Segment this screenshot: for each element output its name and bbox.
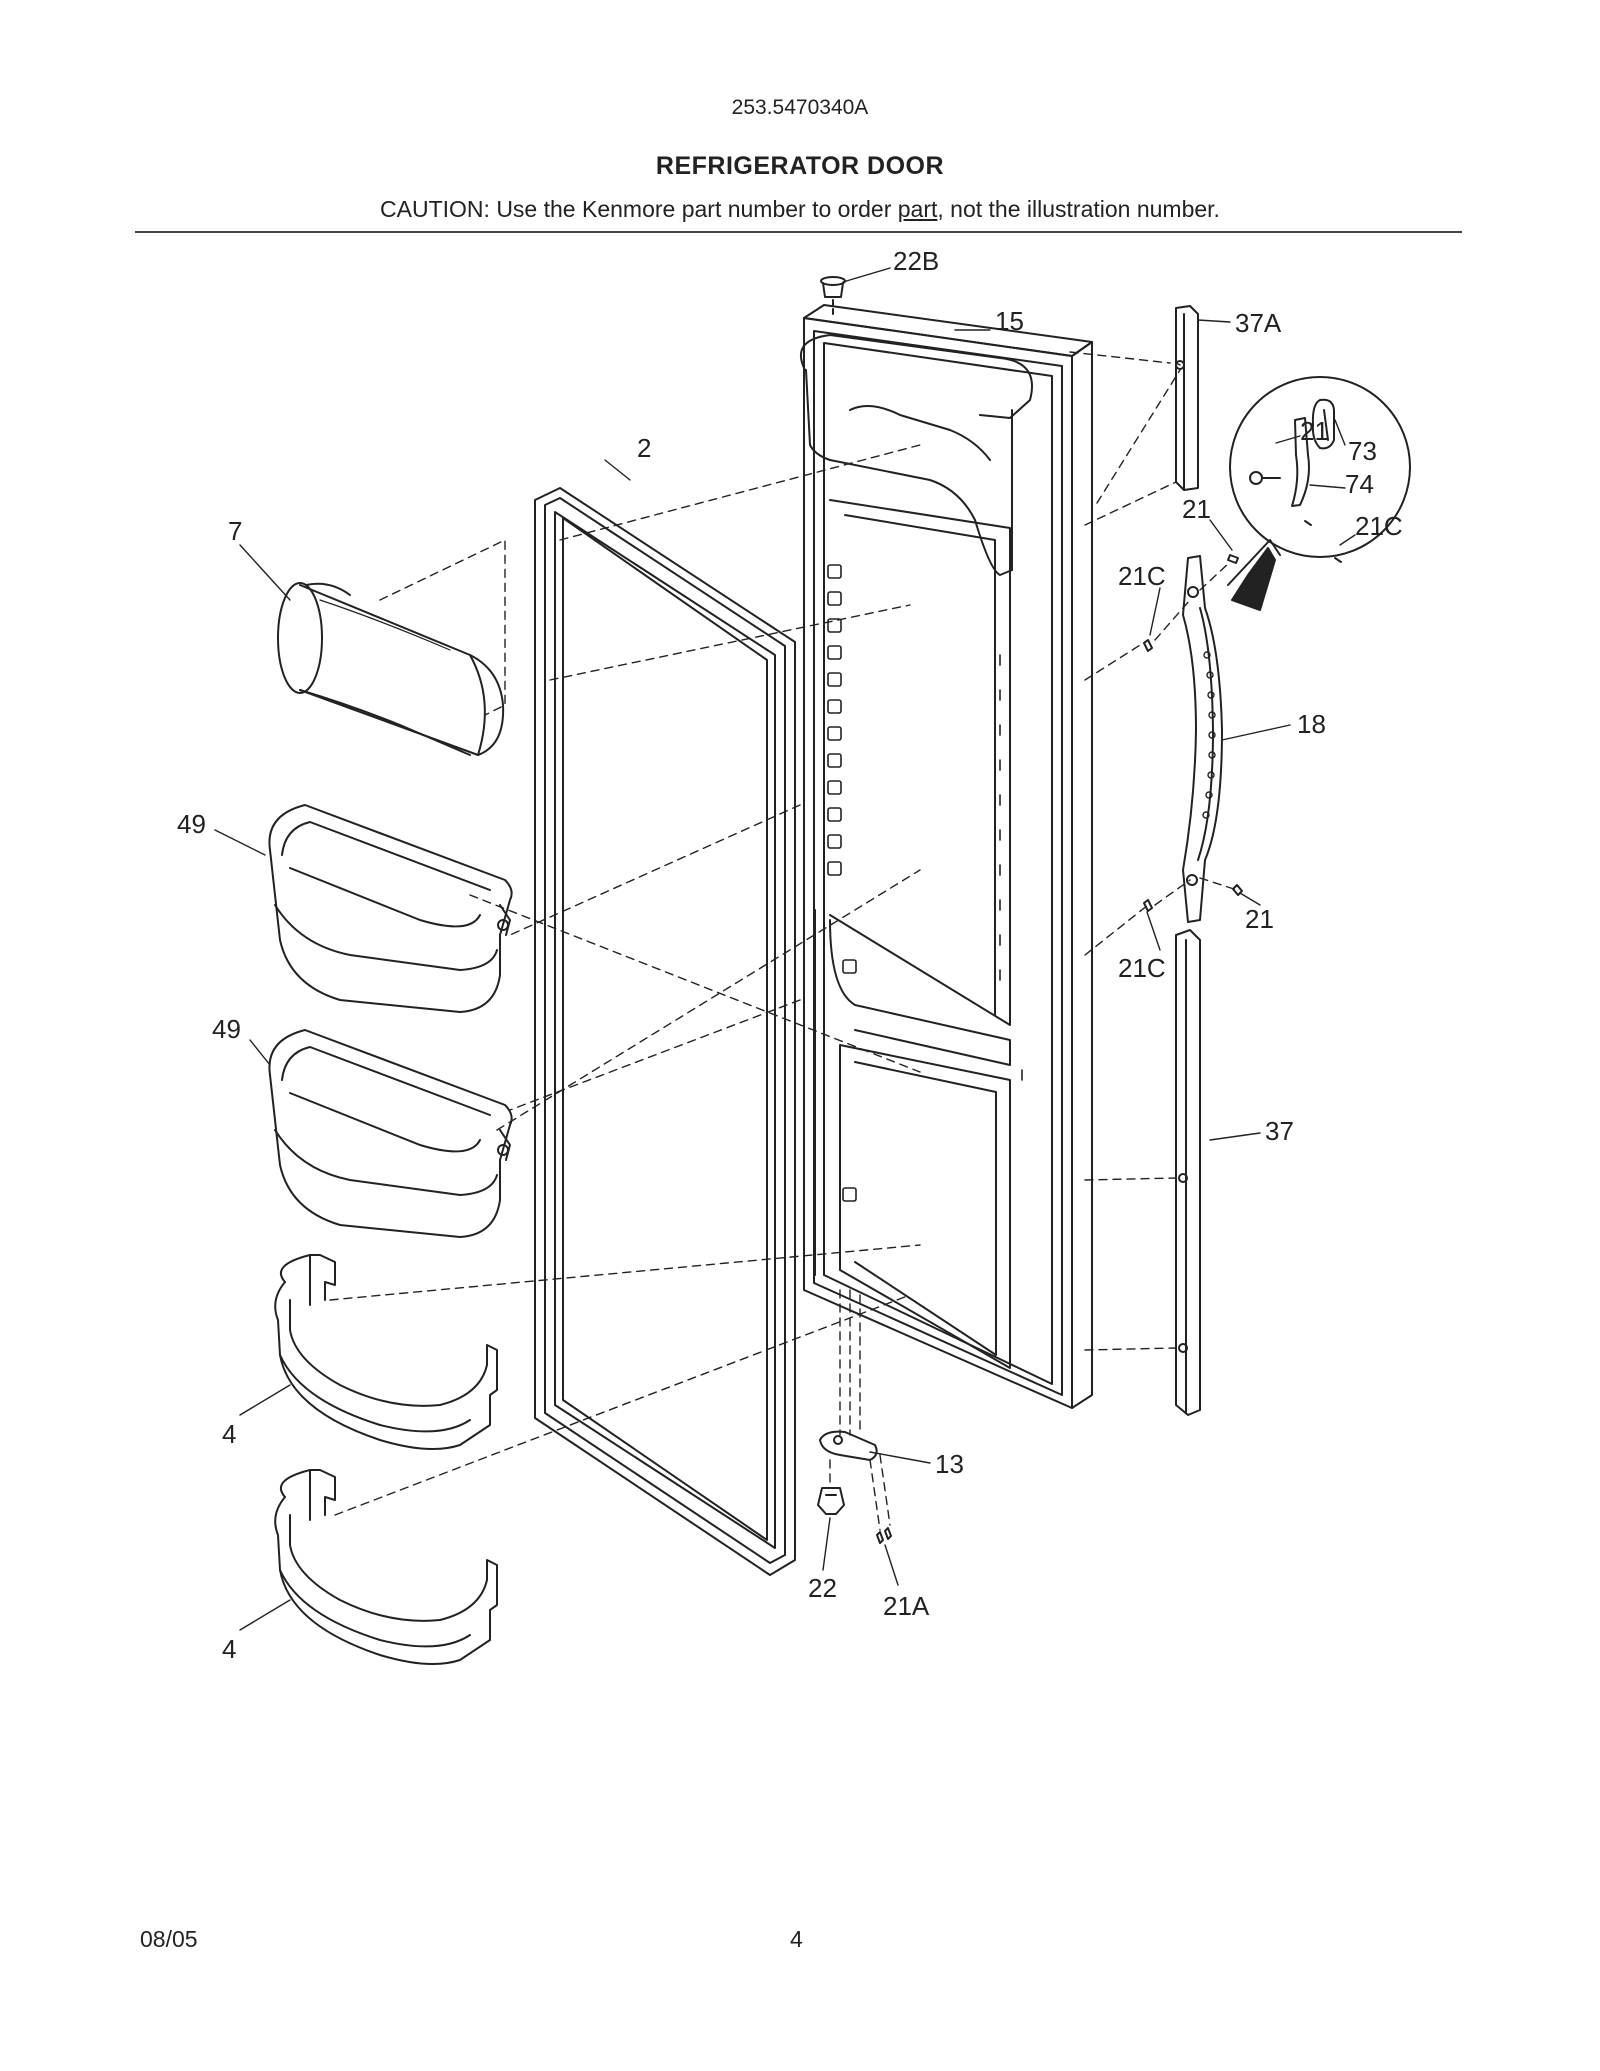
model-number: 253.5470340A [731,96,869,119]
callout-7: 7 [228,516,242,546]
footer-page-number: 4 [790,1926,803,1952]
callout-21-detail: 21 [1300,416,1329,446]
part-4-door-shelf-upper [274,1254,498,1450]
caution-text: CAUTION: Use the Kenmore part number to … [380,196,898,222]
part-7-dairy-compartment [277,582,505,756]
part-21c-screw-bottom [1143,899,1153,912]
callout-4-upper: 4 [222,1419,236,1449]
part-49-door-bin-upper [268,804,513,1013]
part-22-hinge-pin [817,1487,845,1515]
assembly-guide-lines [329,351,1238,1531]
callout-22: 22 [808,1573,837,1603]
callout-22b: 22B [893,246,939,276]
part-22b-hinge-bushing [820,276,846,319]
callout-73: 73 [1348,436,1377,466]
callout-74: 74 [1345,469,1374,499]
caution-note: CAUTION: Use the Kenmore part number to … [0,196,1600,223]
callout-49-lower: 49 [212,1014,241,1044]
part-21-screw-top [1227,554,1239,564]
callout-21-top: 21 [1182,494,1211,524]
part-37a-trim-top [1175,305,1199,491]
part-21-screw-bottom [1232,884,1243,896]
callout-18: 18 [1297,709,1326,739]
callout-37: 37 [1265,1116,1294,1146]
callout-49-upper: 49 [177,809,206,839]
callout-21c-bottom: 21C [1118,953,1166,983]
callout-leader-lines [214,267,1356,1631]
callout-21a: 21A [883,1591,930,1621]
callout-37a: 37A [1235,308,1282,338]
part-4-door-shelf-lower [274,1469,498,1665]
header-divider [135,231,1462,233]
callout-21c-detail: 21C [1355,511,1403,541]
part-21a-screws [876,1527,892,1544]
part-13-bottom-hinge [819,1430,878,1461]
callout-21-bottom: 21 [1245,904,1274,934]
callout-15: 15 [995,306,1024,336]
callout-13: 13 [935,1449,964,1479]
caution-part-link: part [897,196,938,222]
part-49-door-bin-lower [268,1029,513,1238]
page-title: REFRIGERATOR DOOR [655,152,945,180]
part-18-door-handle [1182,555,1223,923]
part-37-trim-bottom [1175,929,1201,1416]
callout-2: 2 [637,433,651,463]
callout-21c-top: 21C [1118,561,1166,591]
detail-view-handle-mount [1227,376,1411,611]
part-2-door-gasket [534,487,796,1576]
caution-text-end: , not the illustration number. [937,196,1220,222]
footer-date: 08/05 [140,1926,198,1952]
callout-4-lower: 4 [222,1634,236,1664]
part-15-door-liner [799,304,1093,1409]
